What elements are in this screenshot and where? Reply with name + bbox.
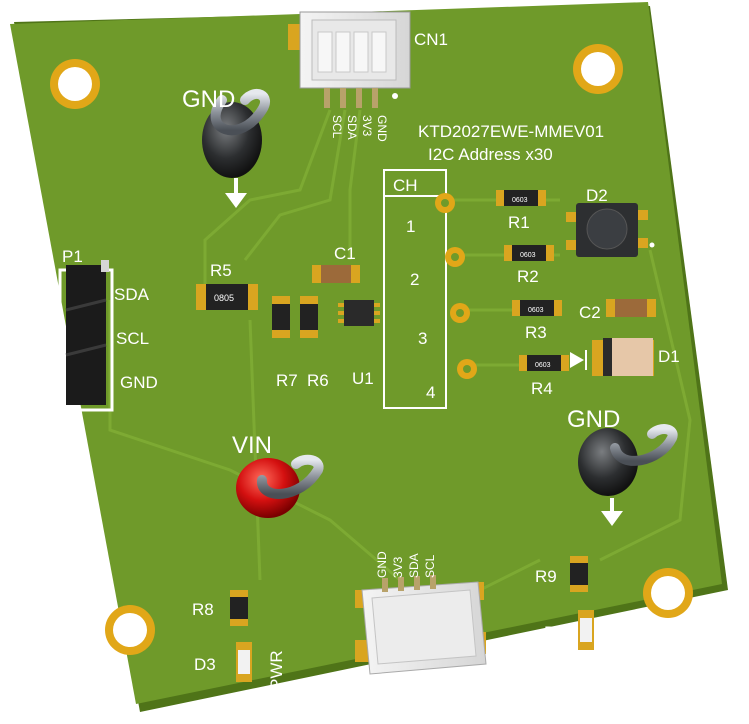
cn2-pin-label: 3V3 [391,556,405,578]
channel-1: 1 [406,217,415,236]
d1-label: D1 [658,347,680,366]
resistor-r6 [300,296,318,338]
cn1-pin-label: SCL [330,115,344,139]
resistor-r5: 0805 [196,284,258,310]
d4-label: D4 [544,623,566,642]
cn2-label: CN2 [488,639,522,658]
svg-text:0603: 0603 [528,307,544,314]
p1-label: P1 [62,247,83,266]
u1-label: U1 [352,369,374,388]
gnd-test-point-right [578,424,678,526]
cn2-pin-label: SDA [407,553,421,578]
cn1-connector [288,11,411,108]
p1-pin-scl: SCL [116,329,149,348]
c2-label: C2 [579,303,601,322]
header-p1 [58,260,114,412]
channel-header: CH [393,176,418,195]
resistor-r4: 0603 [519,355,569,371]
sda-led-label: SDA [605,612,624,648]
board-part-title: KTD2027EWE-MMEV01 [418,122,604,141]
cn1-pin-label: GND [375,115,389,142]
r6-label: R6 [307,371,329,390]
r5-label: R5 [210,261,232,280]
ic-u1 [338,300,380,326]
c1-label: C1 [334,244,356,263]
led-d4 [578,610,594,650]
resistor-r7 [272,296,290,338]
channel-3: 3 [418,329,427,348]
capacitor-c2 [606,299,656,317]
cn2-connector [355,575,487,675]
r9-label: R9 [535,567,557,586]
r1-label: R1 [508,213,530,232]
d3-label: D3 [194,655,216,674]
channel-test-pads [435,193,477,379]
resistor-r8 [230,590,248,626]
gnd-test-point-top [202,88,270,208]
pwr-label: PWR [267,650,286,690]
r2-label: R2 [517,267,539,286]
resistor-r1: 0603 [496,190,546,206]
led-d3 [236,642,252,682]
cn2-pin-labels: GND 3V3 SDA SCL [375,551,437,578]
cn2-pin-label: SCL [423,554,437,578]
svg-text:0603: 0603 [512,197,528,204]
svg-text:0603: 0603 [520,252,536,259]
cn1-pin-labels: SCL SDA 3V3 GND [330,115,389,142]
resistor-r2: 0603 [504,245,554,261]
r3-label: R3 [525,323,547,342]
channel-2: 2 [410,270,419,289]
r7-label: R7 [276,371,298,390]
r8-label: R8 [192,600,214,619]
cn1-label: CN1 [414,30,448,49]
p1-pin-sda: SDA [114,285,150,304]
board-i2c-address: I2C Address x30 [428,145,553,164]
led-d2 [566,203,655,257]
channel-4: 4 [426,383,435,402]
cn1-pin-label: SDA [345,115,359,140]
gnd-right-label: GND [567,406,620,433]
vin-label: VIN [232,432,272,459]
d2-label: D2 [586,186,608,205]
pcb-board [10,2,722,704]
cn1-pin-label: 3V3 [360,115,374,137]
p1-pin-gnd: GND [120,373,158,392]
diode-d1 [570,338,654,376]
resistor-r3: 0603 [512,300,562,316]
svg-text:0805: 0805 [214,293,234,303]
cn2-pin-label: GND [375,551,389,578]
resistor-r9 [570,556,588,592]
svg-text:0603: 0603 [535,362,551,369]
gnd-top-label: GND [182,86,235,113]
channel-table [383,169,447,409]
mounting-holes [50,44,693,655]
capacitor-c1 [312,265,360,283]
r4-label: R4 [531,379,553,398]
vin-test-point [236,454,324,518]
